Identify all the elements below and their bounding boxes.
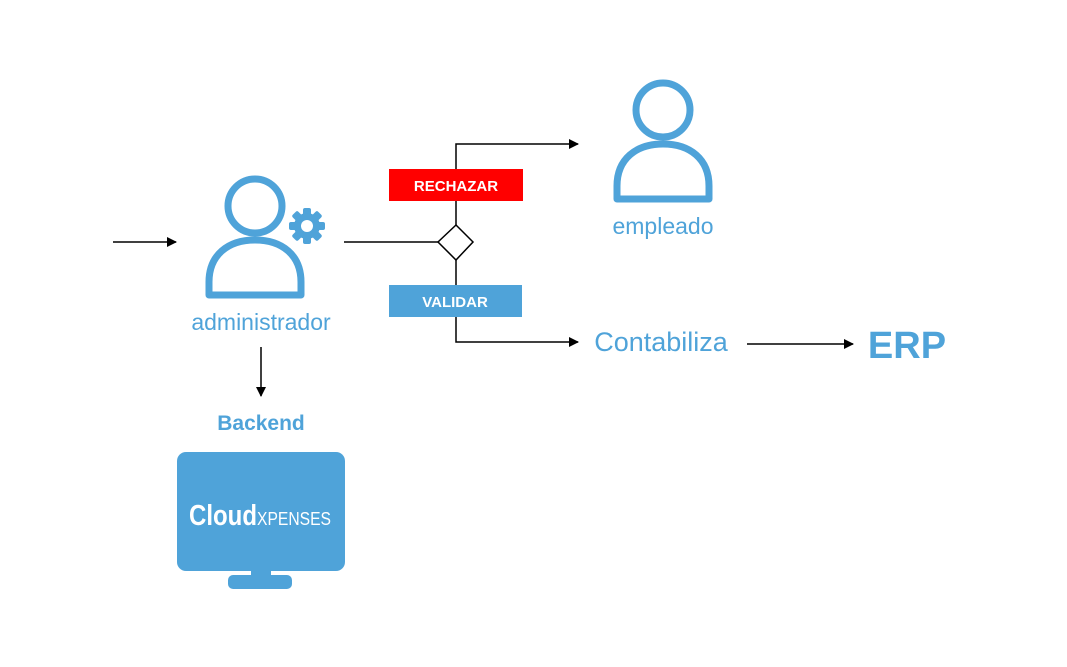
monitor-icon: CloudXPENSES: [177, 452, 345, 589]
decision-diamond: [436, 223, 475, 262]
reject-badge: RECHAZAR: [389, 169, 523, 201]
user-gear-icon: [205, 175, 325, 299]
admin-label: administrador: [191, 309, 331, 335]
brand-light: XPENSES: [257, 509, 331, 529]
erp-label: ERP: [868, 325, 946, 367]
backend-brand-logo: CloudXPENSES: [189, 500, 331, 532]
post-step-label: Contabiliza: [594, 327, 729, 357]
brand-bold: Cloud: [189, 500, 257, 532]
reject-label: RECHAZAR: [414, 178, 498, 195]
validate-badge: VALIDAR: [389, 285, 522, 317]
backend-label: Backend: [217, 412, 305, 435]
gear-icon: [289, 208, 325, 244]
user-icon: [613, 79, 713, 203]
employee-label: empleado: [612, 213, 713, 239]
validate-label: VALIDAR: [422, 294, 488, 311]
